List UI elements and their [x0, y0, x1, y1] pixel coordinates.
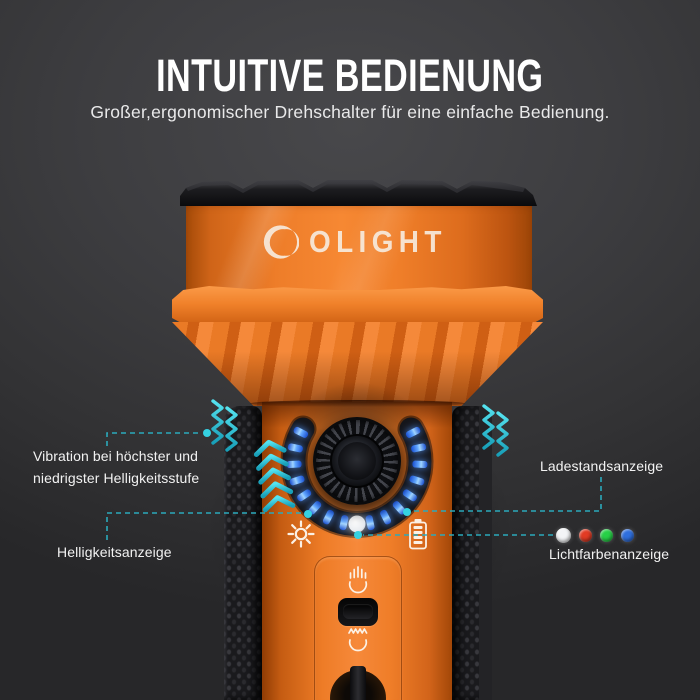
led-bar: [287, 443, 303, 453]
led-bar: [289, 475, 305, 486]
light-color-dot: [600, 529, 613, 542]
rubber-grip-left: [224, 406, 262, 700]
vibration-waves-right-icon: [482, 404, 509, 457]
led-bar: [339, 515, 349, 531]
brightness-icon: [287, 520, 315, 548]
page-title: INTUITIVE BEDIENUNG: [156, 50, 544, 101]
lanyard-strap: [350, 666, 366, 700]
light-color-dot: [579, 529, 592, 542]
knob-lens: [338, 442, 376, 480]
palm-hold-icon: [348, 566, 368, 594]
white-led-dot: [348, 515, 366, 533]
olight-crescent-icon: [263, 225, 299, 259]
led-bar: [392, 501, 406, 515]
rotary-dial-knob: [313, 417, 401, 505]
light-color-label: Lichtfarbenanzeige: [549, 546, 670, 562]
vibration-label: Vibration bei höchster und niedrigster H…: [33, 448, 200, 486]
rotate-up-arrows-icon: [253, 439, 296, 513]
led-bar: [412, 460, 428, 469]
brightness-indicator-label: Helligkeitsanzeige: [57, 544, 172, 560]
flashlight-head: [186, 200, 532, 294]
light-color-dot: [621, 529, 634, 542]
led-bar: [365, 515, 375, 531]
led-bar: [411, 443, 427, 453]
charge-indicator-label: Ladestandsanzeige: [540, 458, 664, 474]
vibration-waves-left-icon: [211, 399, 238, 452]
page-subtitle: Großer,ergonomischer Drehschalter für ei…: [90, 102, 610, 122]
lock-slider: [338, 598, 378, 626]
led-arc-indicator: [280, 415, 434, 538]
brand-logo: OLIGHT: [262, 219, 462, 265]
led-bar: [405, 426, 421, 438]
light-color-dot: [556, 528, 571, 543]
led-bar: [322, 509, 334, 525]
crenellated-bezel: [180, 180, 537, 206]
battery-level-icon: [409, 519, 427, 550]
light-color-dots: [556, 528, 634, 543]
led-bar: [380, 509, 392, 525]
palm-vibrate-icon: [348, 628, 368, 652]
led-bar: [297, 489, 312, 502]
switch-panel: [314, 556, 402, 700]
brand-logo-text: OLIGHT: [308, 224, 447, 259]
neck-seam: [250, 400, 465, 407]
led-bar: [286, 460, 302, 469]
lanyard-hole: [328, 666, 388, 700]
head-collar-ring: [172, 286, 543, 326]
led-bar: [293, 426, 309, 438]
